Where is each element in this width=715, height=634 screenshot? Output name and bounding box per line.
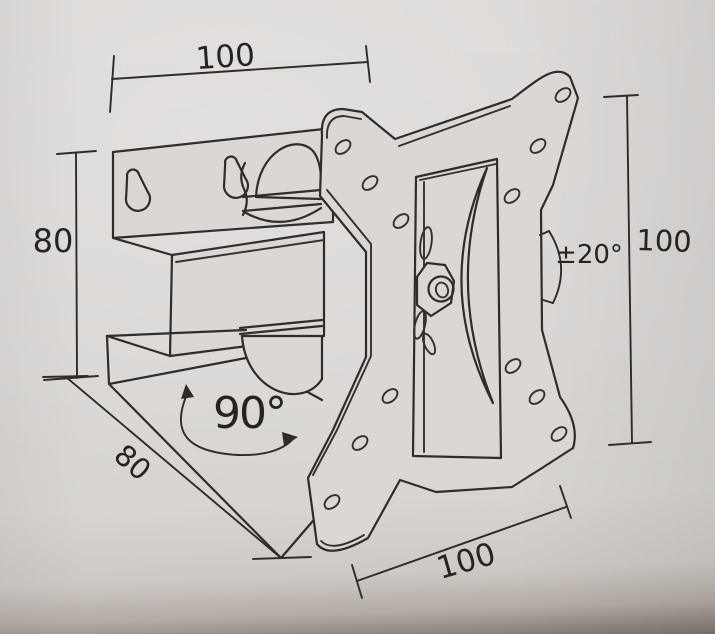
plate-thickness-line [326, 115, 362, 139]
vesa-hole [504, 358, 522, 374]
vesa-hole [351, 435, 369, 451]
dim-bottom-label: 100 [433, 536, 500, 587]
tilt-slot [460, 166, 495, 405]
lower-ball-joint [238, 318, 324, 396]
washer-leaf [421, 332, 437, 356]
clamp-edge [240, 161, 248, 217]
dim-top-label: 100 [195, 37, 257, 77]
vesa-hole [529, 138, 547, 154]
upper-ball-joint [240, 143, 323, 223]
swivel-angle-label: 90° [213, 388, 285, 439]
vesa-hole [361, 175, 379, 191]
swivel-arrow-start [181, 384, 194, 399]
vesa-hole [503, 188, 521, 204]
vesa-hole [381, 388, 399, 404]
keyhole-slot-right [222, 155, 250, 199]
dim-right-label: 100 [636, 223, 693, 259]
vesa-plate [306, 70, 580, 552]
swivel-angle-annotation: 90° [179, 384, 298, 456]
vesa-hole [392, 213, 410, 229]
vesa-hole [550, 426, 568, 442]
vesa-hole [528, 389, 546, 405]
vesa-holes [323, 87, 572, 510]
swivel-arrow-end [282, 432, 298, 446]
lock-nut [415, 261, 456, 318]
vesa-hole [554, 87, 572, 103]
keyhole-slot-left [124, 168, 152, 212]
mounting-channel [105, 230, 326, 402]
vesa-hole [323, 494, 341, 510]
center-window [411, 157, 503, 460]
tilt-angle-annotation: ±20° [539, 230, 623, 304]
bolt-hole [434, 281, 450, 299]
dimension-top-width: 100 [109, 37, 371, 113]
dim-depth-label: 80 [107, 438, 157, 488]
tilt-angle-label: ±20° [555, 240, 623, 270]
dimension-left-height: 80 [33, 150, 99, 381]
vesa-hole [334, 139, 352, 155]
dim-left-label: 80 [33, 222, 74, 260]
dimension-right-height: 100 [603, 94, 693, 446]
washer-leaf [419, 226, 433, 260]
